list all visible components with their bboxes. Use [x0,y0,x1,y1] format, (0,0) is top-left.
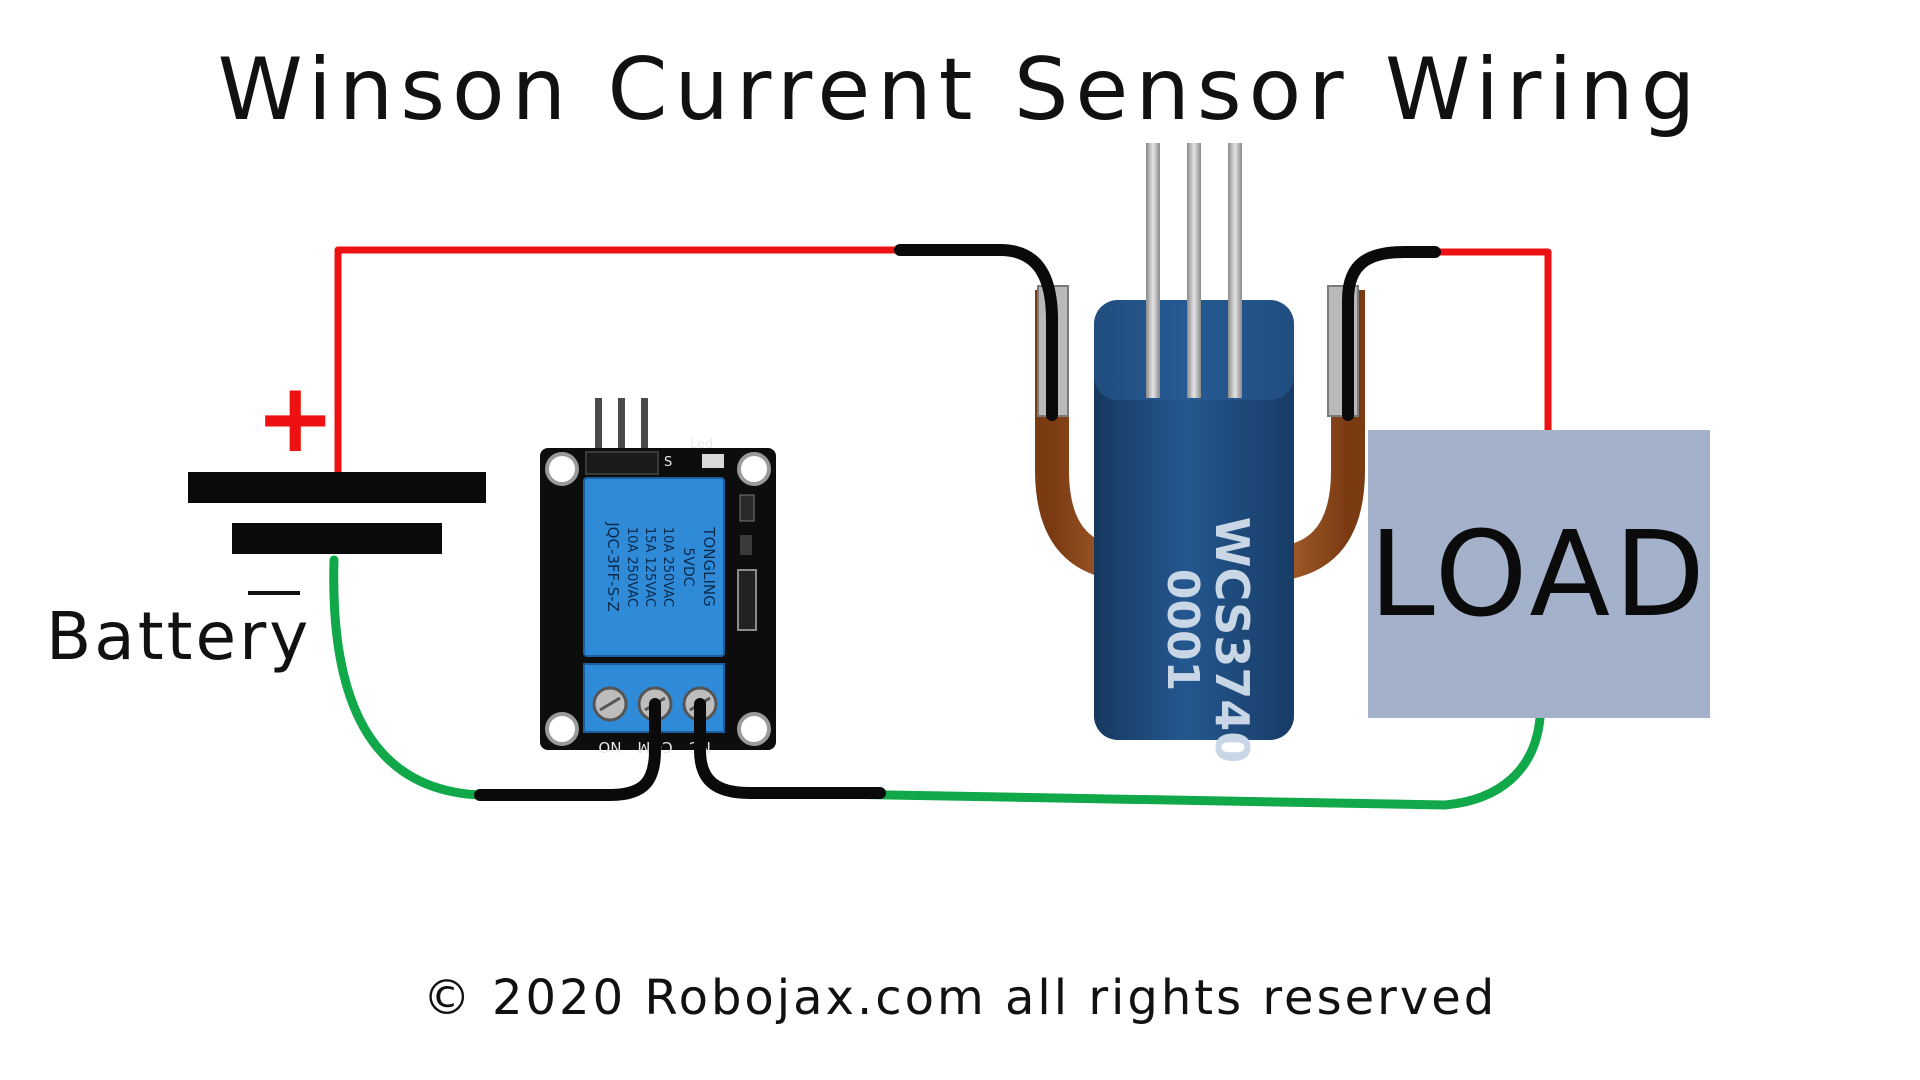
relay-lead-wire-nc [694,698,886,799]
relay-rating-2: 15A 125VAC [642,527,657,607]
relay-brand: TONGLING [700,526,718,606]
relay-led-label: Led [690,437,713,452]
sensor-lead-wire-right [1342,246,1441,421]
relay-module: Led S TONGLING 5VDC 10A 250VAC 15A 125VA… [540,398,776,756]
relay-voltage: 5VDC [680,547,696,586]
relay-terminal-slot [599,696,621,712]
relay-header-pin [595,398,602,476]
battery-minus-sign [248,591,300,595]
relay-model: JQC-3FF-S-Z [604,521,622,612]
relay-pin-label: S [664,455,672,470]
relay-header-pin [641,398,648,476]
negative-wire-battery [329,555,585,800]
copyright-footer: © 2020 Robojax.com all rights reserved [422,970,1498,1026]
relay-smd-part [739,494,755,522]
battery-negative-plate [232,523,442,554]
relay-led [702,454,724,468]
relay-smd-part [737,569,757,631]
load-box: LOAD [1368,430,1710,718]
relay-rating-3: 10A 250VAC [624,527,639,607]
load-label: LOAD [1369,505,1709,643]
sensor-body [1094,300,1294,740]
sensor-pin-inner [1228,300,1242,398]
relay-mount-hole [737,712,771,746]
relay-body [583,477,725,657]
negative-wire-to-load [775,713,1545,810]
relay-mount-hole [545,452,579,486]
sensor-marking-serial: 0001 [1157,569,1208,691]
sensor-pin-inner [1187,300,1201,398]
relay-header [585,451,659,475]
current-sensor: WCS3740 0001 [1035,143,1365,764]
battery-positive-plate [188,472,486,503]
diagram-title: Winson Current Sensor Wiring [217,40,1703,140]
relay-rating-1: 10A 250VAC [660,527,675,607]
sensor-lead-wire-left [894,244,1058,421]
battery-label: Battery [46,598,312,675]
battery-plus-sign: + [255,362,336,474]
relay-terminal-label-no: NO [598,738,621,756]
relay-mount-hole [545,712,579,746]
sensor-pin-inner [1146,300,1160,398]
relay-mount-hole [737,452,771,486]
positive-wire [334,246,904,476]
relay-lead-wire-com [474,698,661,801]
relay-header-pin [618,398,625,476]
positive-wire-to-load [1431,248,1552,434]
relay-smd-part [740,535,752,555]
sensor-marking-model: WCS3740 [1205,517,1259,764]
